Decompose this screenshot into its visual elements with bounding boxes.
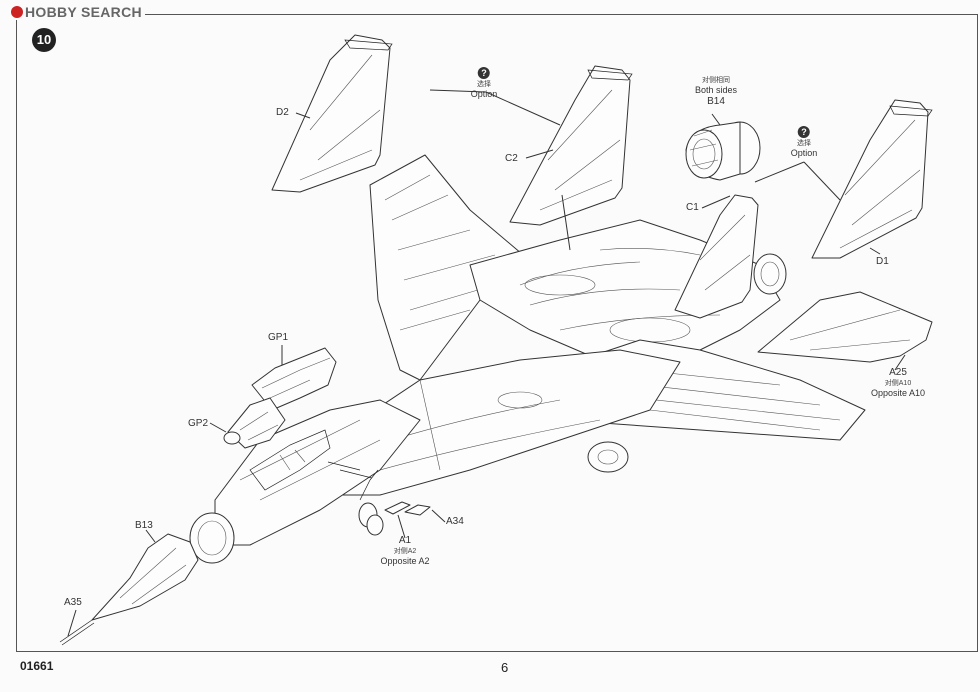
page-number: 6 [501,660,509,675]
question-mark-icon: ? [798,126,810,138]
label-a1-opposite: Opposite A2 [380,556,430,566]
label-a1-zh: 对侧A2 [393,548,417,555]
installed-nozzle [753,253,787,295]
product-code: 01661 [20,659,54,673]
windscreen-gp2 [223,397,286,449]
nose-cone-b13 [91,533,199,621]
label-a35: A35 [64,597,82,608]
label-option-top-en: Option [470,89,498,99]
label-a25-opposite: Opposite A10 [870,388,926,398]
label-gp2: GP2 [188,418,209,429]
label-option-top: ? 选择 Option [470,67,498,100]
label-a25: A25 对侧A10 Opposite A10 [871,367,925,399]
label-c2: C2 [505,153,518,164]
tail-fin-c1 [674,194,759,319]
step-number-badge: 10 [32,28,56,52]
horizontal-stabilizer-a25 [757,291,933,363]
pitot-a35 [59,619,93,643]
label-a1-part: A1 [398,535,412,546]
label-b14-zh: 对侧相同 [702,77,730,84]
label-option-right: ? 选择 Option [790,126,818,159]
canopy-gp1 [251,347,337,411]
label-option-right-zh: 选择 [797,140,811,147]
label-d1: D1 [876,256,889,267]
label-a25-zh: 对侧A10 [884,380,912,387]
tail-fin-c2 [509,65,633,226]
tail-fin-d2 [271,34,393,193]
label-option-right-en: Option [790,148,818,158]
label-c1: C1 [686,202,699,213]
probe-a34 [404,504,431,516]
question-mark-icon: ? [478,67,490,79]
logo-text: HOBBY SEARCH [25,4,142,20]
logo-mark-icon [11,6,23,18]
page-frame [16,14,978,652]
label-b14-part: B14 [707,96,725,107]
tail-fin-d1 [811,99,933,259]
hobby-search-logo: HOBBY SEARCH [8,4,145,20]
label-d2: D2 [276,107,289,118]
label-a25-part: A25 [889,367,907,378]
aircraft-body [189,154,866,564]
label-option-top-zh: 选择 [477,81,491,88]
exhaust-nozzle-b14 [685,121,761,181]
label-b13: B13 [135,520,153,531]
label-a34: A34 [446,516,464,527]
probe-a1 [384,501,411,515]
label-b14-both-sides: Both sides [694,85,738,95]
leader-lines [67,89,906,637]
label-a1: A1 对侧A2 Opposite A2 [380,535,429,567]
label-b14: 对侧相同 Both sides B14 [695,76,737,108]
label-gp1: GP1 [268,332,289,343]
